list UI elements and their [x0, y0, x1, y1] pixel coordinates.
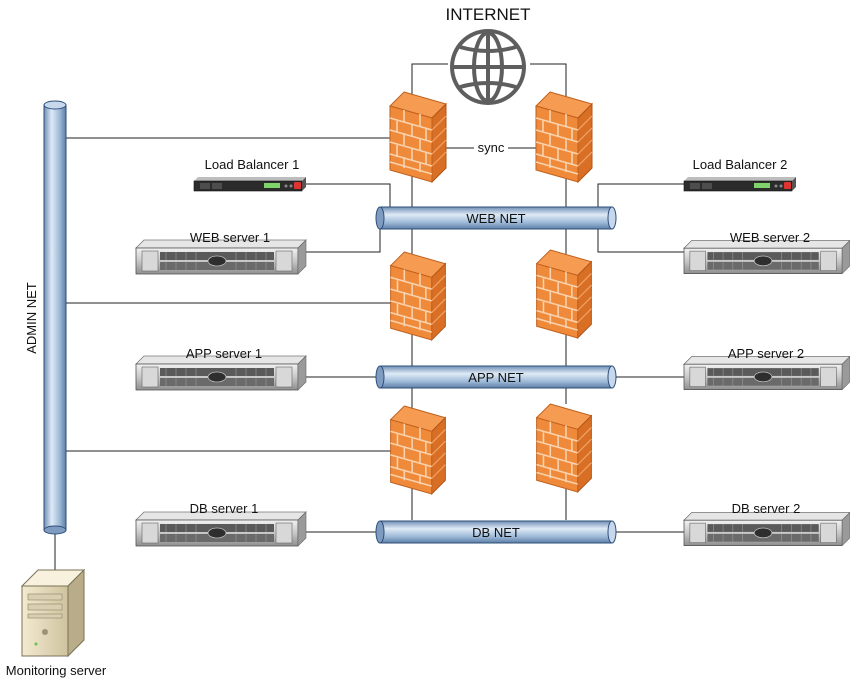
db-server-2-label: DB server 2	[732, 501, 801, 516]
app-server-1-icon	[135, 355, 307, 391]
web1-link	[305, 226, 381, 253]
firewall-icon-bottom-left	[389, 405, 447, 495]
firewall-icon-mid-right	[535, 249, 593, 339]
monitoring-server-icon	[20, 568, 86, 658]
firewall-icon-top-left	[389, 91, 447, 183]
admin-net-label: ADMIN NET	[24, 282, 39, 354]
app-server-2-icon	[683, 355, 850, 391]
internet-label: INTERNET	[446, 5, 531, 24]
firewall-icon-mid-left	[389, 251, 447, 341]
load-balancer-1-icon	[193, 176, 307, 192]
web2-link	[597, 226, 684, 253]
db-server-2-icon	[683, 511, 850, 547]
web-net-label: WEB NET	[466, 211, 525, 226]
db-server-1-icon	[135, 511, 307, 547]
app-net-label: APP NET	[468, 370, 523, 385]
internet-globe-icon	[450, 29, 526, 105]
firewall-icon-top-right	[535, 91, 593, 183]
web-server-1-label: WEB server 1	[190, 230, 270, 245]
internet-link-right	[530, 63, 567, 106]
db-net-pipe	[375, 520, 617, 544]
monitoring-server-label: Monitoring server	[6, 663, 107, 678]
lb1-link	[305, 183, 391, 210]
web-net-pipe	[375, 206, 617, 230]
app-net-pipe	[375, 365, 617, 389]
connector-lines	[54, 63, 684, 572]
load-balancer-2-icon	[683, 176, 797, 192]
web-server-1-icon	[135, 239, 307, 275]
firewall-icon-bottom-right	[535, 403, 593, 493]
app-server-1-label: APP server 1	[186, 346, 262, 361]
app-server-2-label: APP server 2	[728, 346, 804, 361]
web-server-2-icon	[683, 239, 850, 275]
db-server-1-label: DB server 1	[190, 501, 259, 516]
load-balancer-1-label: Load Balancer 1	[205, 157, 300, 172]
lb2-link	[597, 183, 684, 210]
sync-label: sync	[478, 140, 505, 155]
db-net-label: DB NET	[472, 525, 520, 540]
web-server-2-label: WEB server 2	[730, 230, 810, 245]
admin-net-pipe	[43, 100, 67, 535]
load-balancer-2-label: Load Balancer 2	[693, 157, 788, 172]
